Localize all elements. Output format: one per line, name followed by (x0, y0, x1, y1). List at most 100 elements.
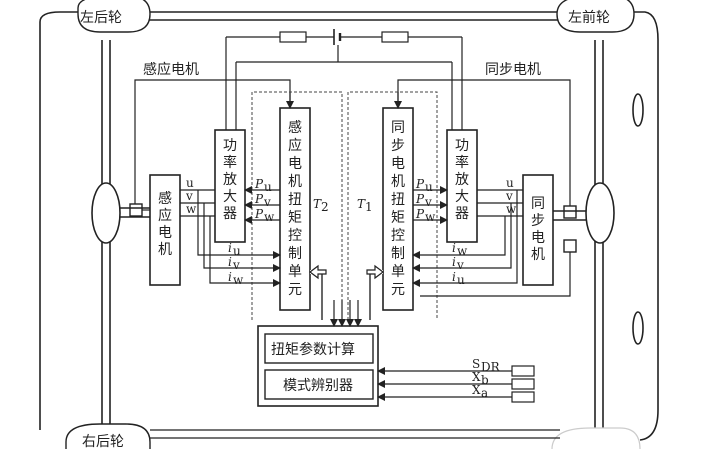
ictrl-char-7: 控 (288, 228, 302, 244)
hub-shapes (91, 93, 644, 345)
t1-sub: 1 (365, 200, 373, 214)
induction-char-2: 应 (158, 207, 172, 224)
p-right-v: P (415, 192, 425, 206)
sctrl-char-9: 单 (391, 264, 405, 280)
sync-char-4: 机 (531, 247, 545, 263)
sctrl-char-5: 扭 (391, 192, 405, 208)
left-amp-char-3: 放 (223, 172, 237, 188)
i-right-u-sub: u (457, 273, 465, 287)
induction-char-4: 机 (158, 242, 172, 258)
torque-double-arrows (309, 264, 384, 320)
p-left-v: P (254, 192, 264, 206)
left-power-amplifier: 功 率 放 大 器 (214, 129, 246, 243)
p-right-u: P (415, 177, 425, 191)
ictrl-char-6: 矩 (288, 210, 302, 226)
wheel-left-front-label: 左前轮 (568, 9, 610, 26)
right-amp-char-3: 放 (455, 172, 469, 188)
p-left-u-sub: u (264, 180, 272, 194)
p-right-w: P (415, 207, 425, 221)
ictrl-char-8: 制 (288, 246, 302, 262)
sync-char-2: 步 (531, 213, 545, 229)
sync-motor-block: 同 步 电 机 (522, 174, 554, 286)
calculation-unit: 扭矩参数计算 模式辨别器 (257, 325, 379, 407)
i-left-w-sub: w (233, 273, 244, 287)
phase-right-v: v (505, 189, 513, 203)
speed-sensors (129, 203, 577, 253)
left-amp-char-2: 率 (223, 154, 237, 171)
induction-motor-label: 感应电机 (143, 61, 199, 78)
speed-sensor-lines (142, 209, 571, 297)
sctrl-char-2: 步 (391, 138, 405, 154)
i-right-v-sub: v (456, 258, 464, 272)
ictrl-char-1: 感 (288, 119, 302, 136)
p-left-w-sub: w (264, 210, 275, 224)
power-wiring (225, 29, 463, 130)
sync-char-3: 电 (531, 230, 545, 246)
discriminator-inputs (377, 365, 535, 403)
induction-char-1: 感 (158, 190, 172, 207)
phase-left-v: v (185, 189, 193, 203)
sctrl-char-4: 机 (391, 174, 405, 190)
sync-torque-control-unit: 同 步 电 机 扭 矩 控 制 单 元 (382, 107, 414, 311)
right-current-feedback (412, 190, 518, 287)
p-right-w-sub: w (425, 210, 436, 224)
i-right-w-sub: w (457, 244, 468, 258)
t2-sub: 2 (321, 200, 329, 214)
wheel-right-rear-label: 右后轮 (82, 434, 124, 449)
i-left-v: i (228, 255, 232, 269)
ictrl-char-2: 应 (288, 137, 302, 154)
left-pwm-signals (244, 186, 280, 224)
torque-param-box (264, 333, 374, 364)
input-xb-sub: b (481, 373, 489, 387)
motor-shafts (120, 207, 586, 221)
p-right-v-sub: v (424, 195, 432, 209)
i-left-u-sub: u (233, 244, 241, 258)
left-amp-char-4: 大 (223, 189, 237, 205)
torque-commands (309, 268, 384, 320)
calc-inputs-top (330, 300, 362, 327)
i-left-v-sub: v (232, 258, 240, 272)
sctrl-char-10: 元 (391, 282, 405, 298)
input-xa: X (472, 383, 481, 397)
left-amp-char-5: 器 (223, 206, 237, 222)
ictrl-char-4: 机 (288, 174, 302, 190)
induction-char-3: 电 (158, 225, 172, 241)
right-amp-char-2: 率 (455, 154, 469, 171)
induction-torque-control-unit: 感 应 电 机 扭 矩 控 制 单 元 (279, 107, 311, 311)
sctrl-char-3: 电 (391, 156, 405, 172)
feedback-loops (251, 91, 438, 320)
t2-label: T (313, 197, 322, 211)
left-current-feedback (197, 190, 281, 287)
right-phase-wires (477, 189, 523, 217)
right-power-amplifier: 功 率 放 大 器 (446, 129, 478, 243)
ictrl-char-9: 单 (288, 264, 302, 280)
sctrl-char-6: 矩 (391, 210, 405, 226)
p-left-w: P (254, 207, 264, 221)
wheel-left-front: 左前轮 (556, 0, 635, 33)
phase-left-u: u (186, 176, 194, 190)
ictrl-char-5: 扭 (288, 192, 302, 208)
i-right-v: i (452, 255, 456, 269)
induction-motor-block: 感 应 电 机 (149, 174, 181, 286)
input-sdr-sub: DR (481, 360, 501, 374)
wheel-right-front-partial (551, 427, 641, 450)
lower-frame (150, 429, 560, 439)
t1-label: T (357, 197, 366, 211)
mode-discriminator-label: 模式辨别器 (283, 378, 353, 394)
right-amp-char-5: 器 (455, 206, 469, 222)
wheel-left-rear-label: 左后轮 (80, 10, 122, 26)
phase-left-w: w (186, 202, 197, 216)
p-left-u: P (254, 177, 264, 191)
ictrl-char-10: 元 (288, 282, 302, 298)
input-sdr: S (472, 357, 480, 371)
i-right-w: i (452, 241, 456, 255)
right-amp-char-4: 大 (455, 189, 469, 205)
p-left-v-sub: v (263, 195, 271, 209)
input-xb: X (472, 370, 481, 384)
sctrl-char-1: 同 (391, 120, 405, 136)
sync-motor-label: 同步电机 (485, 62, 541, 78)
right-pwm-signals (413, 186, 448, 224)
wheel-right-rear: 右后轮 (65, 423, 151, 454)
